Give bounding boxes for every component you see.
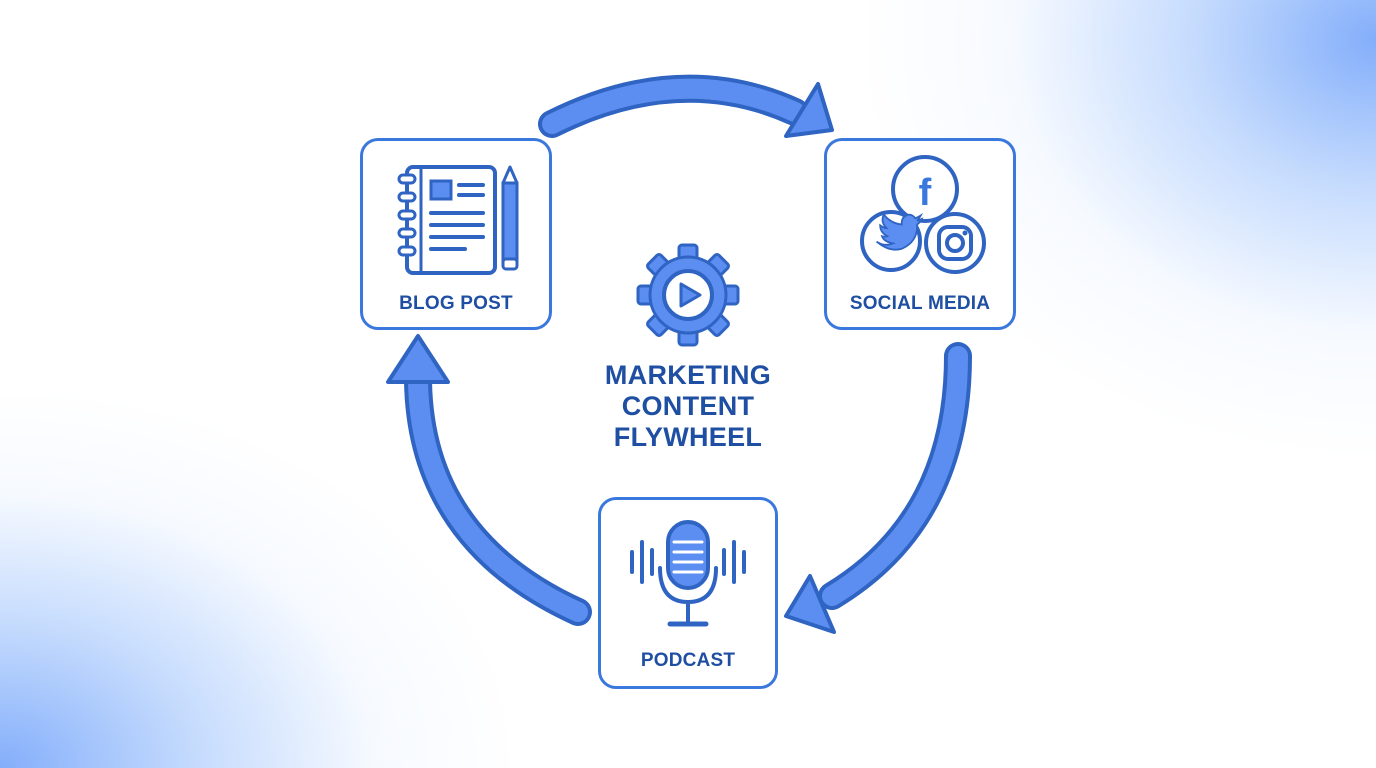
node-label-social-media: SOCIAL MEDIA [849, 293, 991, 314]
node-label-podcast: PODCAST [640, 650, 736, 671]
instagram-icon [924, 212, 986, 274]
arrow-podcast-to-blog [386, 334, 592, 626]
microphone-icon [630, 520, 746, 627]
node-label-blog-post: BLOG POST [399, 293, 513, 314]
pencil-icon [501, 165, 519, 271]
twitter-icon [860, 210, 924, 272]
arrow-blog-to-social [538, 74, 834, 138]
node-social-media: f SOCIAL MEDIA [824, 138, 1016, 330]
arrow-social-to-podcast [784, 342, 972, 634]
notebook-pencil-icon [397, 165, 519, 275]
title-line-3: FLYWHEEL [613, 422, 763, 452]
svg-text:f: f [919, 172, 932, 214]
node-blog-post: BLOG POST [360, 138, 552, 330]
title-line-1: MARKETING [604, 360, 772, 390]
title-line-2: CONTENT [621, 391, 755, 421]
node-podcast: PODCAST [598, 497, 778, 689]
facebook-icon: f [891, 155, 959, 223]
gear-play-icon [636, 243, 740, 347]
diagram-title: MARKETING CONTENT FLYWHEEL [578, 360, 798, 453]
social-icons-cluster: f [860, 155, 986, 274]
